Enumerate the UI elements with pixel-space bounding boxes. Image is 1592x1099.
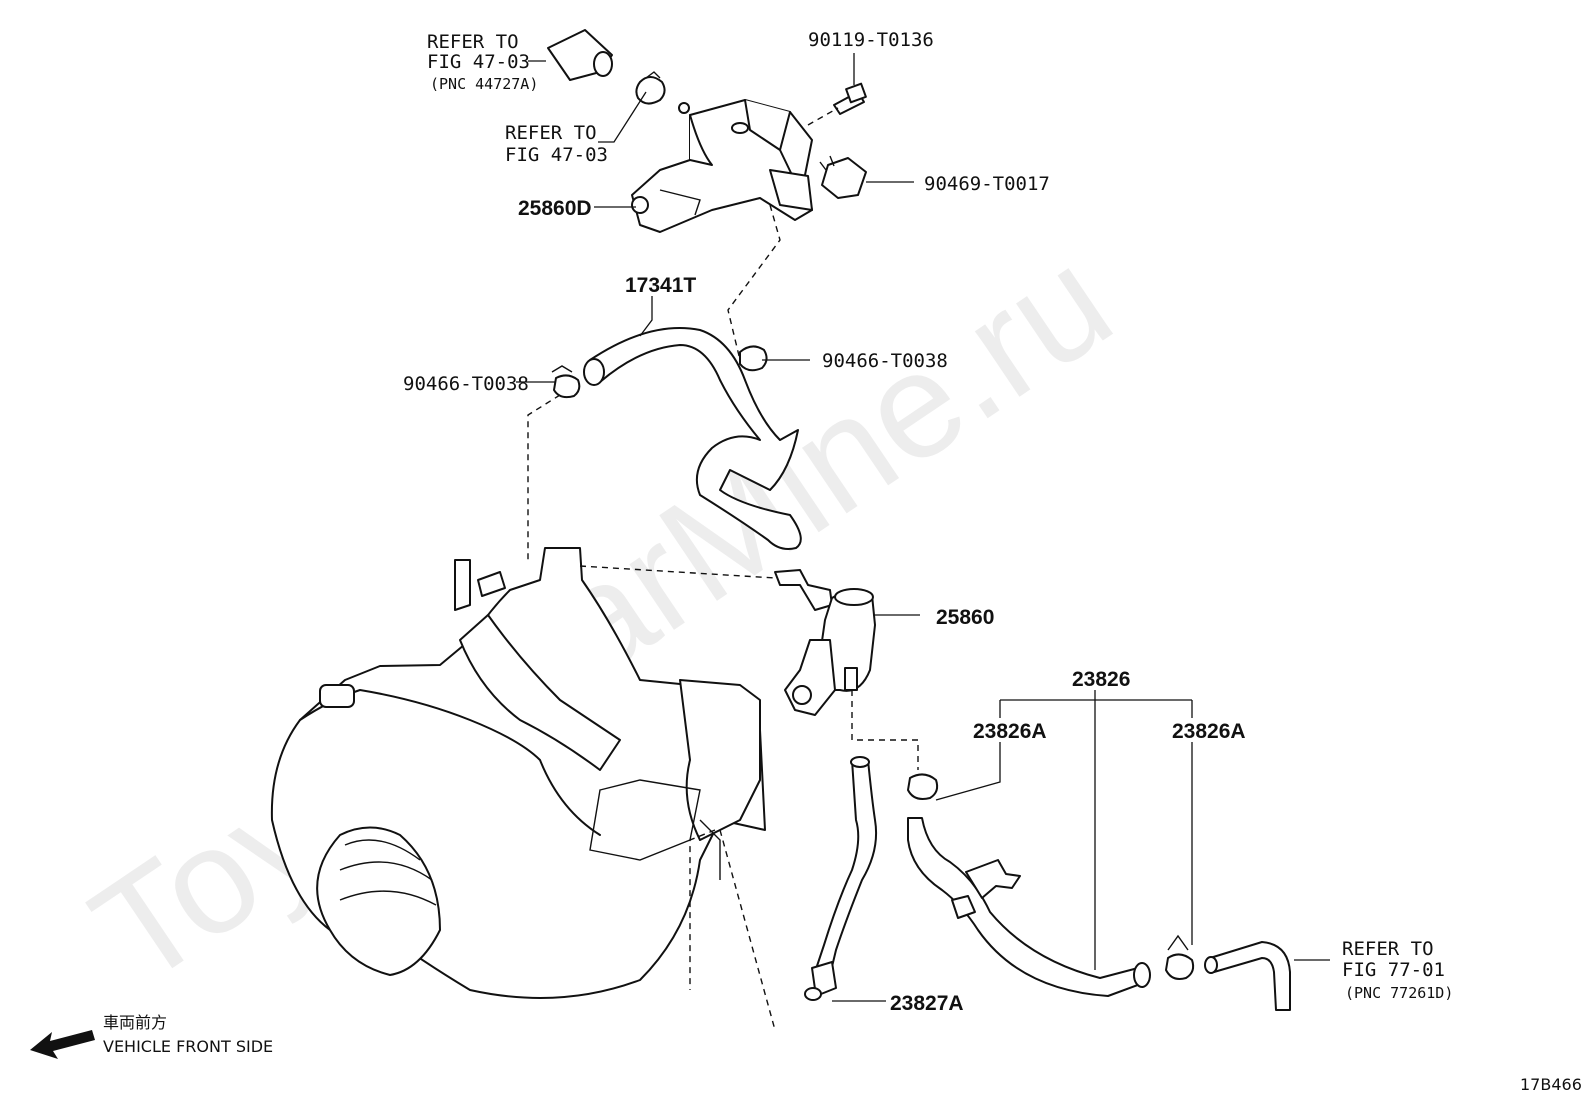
clamp-90466-left <box>551 365 581 399</box>
front-label-jp: 車両前方 <box>103 1013 167 1032</box>
part-number-25860D: 25860D <box>518 197 592 220</box>
throttle-body-assembly <box>270 547 766 999</box>
bolt-90119 <box>833 82 867 115</box>
part-number-23826A-right: 23826A <box>1172 720 1246 743</box>
figure-code: 17B466 <box>1520 1075 1582 1094</box>
refer1-line2: FIG 47-03 <box>427 51 530 73</box>
clamp-top <box>635 71 666 105</box>
clamp-90466-right <box>739 345 768 372</box>
part-number-90466-T0038-left: 90466-T0038 <box>403 373 529 395</box>
connector-90469 <box>819 155 867 199</box>
arrow-left-icon <box>30 1030 95 1059</box>
refer3-line1: REFER TO <box>1342 938 1434 960</box>
refer2-line1: REFER TO <box>505 122 597 144</box>
refer-fig-47-03-pnc-44727a: REFER TO FIG 47-03 (PNC 44727A) <box>427 31 538 93</box>
refer1-line3: (PNC 44727A) <box>430 75 538 93</box>
part-number-23826: 23826 <box>1072 668 1130 691</box>
refer-fig-77-01-pnc-77261d: REFER TO FIG 77-01 (PNC 77261D) <box>1342 938 1453 1002</box>
vsv-25860 <box>774 569 876 716</box>
part-number-17341T: 17341T <box>625 274 696 297</box>
part-number-90469-T0017: 90469-T0017 <box>924 173 1050 195</box>
refer-fig-47-03: REFER TO FIG 47-03 <box>505 122 608 166</box>
part-number-25860: 25860 <box>936 606 994 629</box>
part-number-23826A-left: 23826A <box>973 720 1047 743</box>
clamp-23826A-right <box>1165 934 1195 980</box>
hose-stub-top <box>547 29 613 81</box>
hose-17341T <box>583 327 802 550</box>
hose-stub-right <box>1204 941 1291 1011</box>
refer3-line3: (PNC 77261D) <box>1345 984 1453 1002</box>
refer2-line2: FIG 47-03 <box>505 144 608 166</box>
hose-23827A <box>804 756 878 1001</box>
refer1-line1: REFER TO <box>427 31 519 53</box>
clamp-23826A-left <box>907 773 939 800</box>
vehicle-front-indicator: 車両前方 VEHICLE FRONT SIDE <box>30 1013 273 1059</box>
part-number-90119-T0136: 90119-T0136 <box>808 29 934 51</box>
refer3-line2: FIG 77-01 <box>1342 959 1445 981</box>
front-label-en: VEHICLE FRONT SIDE <box>103 1037 273 1056</box>
part-number-23827A: 23827A <box>890 992 964 1015</box>
part-number-90466-T0038-right: 90466-T0038 <box>822 350 948 372</box>
vsv-25860D <box>631 99 813 233</box>
hose-23826 <box>907 817 1151 997</box>
